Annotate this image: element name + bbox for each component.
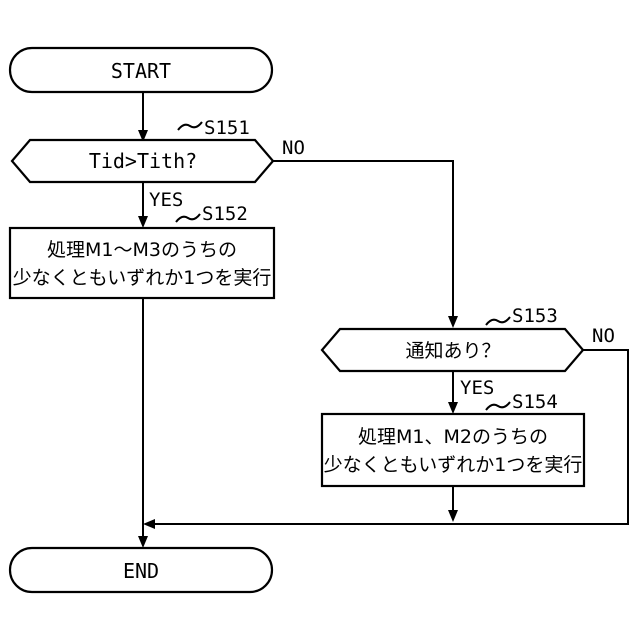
process-s154: 処理M1、M2のうちの 少なくともいずれか1つを実行 xyxy=(322,414,584,486)
step-leader-s153 xyxy=(486,317,510,325)
step-label-s151: S151 xyxy=(204,117,250,139)
end-terminal: END xyxy=(10,548,272,592)
decision-s151-yes-label: YES xyxy=(149,189,183,211)
arrowhead xyxy=(143,519,155,529)
decision-s153-text: 通知あり？ xyxy=(405,340,500,362)
step-label-s154: S154 xyxy=(512,391,558,413)
start-label: START xyxy=(111,59,171,83)
connector-s151-no xyxy=(273,161,453,318)
process-s154-line1: 処理M1、M2のうちの xyxy=(358,426,548,448)
step-label-s152: S152 xyxy=(202,203,248,225)
arrowhead xyxy=(138,216,148,228)
arrowhead xyxy=(138,536,148,548)
decision-s151-text: Tid>Tith? xyxy=(89,149,197,173)
decision-s151-no-label: NO xyxy=(282,137,305,159)
arrowhead xyxy=(448,316,458,328)
process-s152-line1: 処理M1～M3のうちの xyxy=(47,239,237,261)
process-s152-line2: 少なくともいずれか1つを実行 xyxy=(13,267,272,289)
step-leader-s152 xyxy=(176,214,200,222)
decision-s153: 通知あり？ xyxy=(322,329,583,371)
start-terminal: START xyxy=(10,48,272,92)
arrowhead xyxy=(448,402,458,414)
step-leader-s151 xyxy=(178,122,202,130)
decision-s153-no-label: NO xyxy=(592,325,615,347)
decision-s153-yes-label: YES xyxy=(460,377,494,399)
process-s154-line2: 少なくともいずれか1つを実行 xyxy=(324,454,583,476)
arrowhead xyxy=(448,510,458,522)
decision-s151: Tid>Tith? xyxy=(12,140,273,182)
step-leader-s154 xyxy=(486,402,510,410)
end-label: END xyxy=(123,559,159,583)
process-s152: 処理M1～M3のうちの 少なくともいずれか1つを実行 xyxy=(10,228,274,298)
step-label-s153: S153 xyxy=(512,305,558,327)
